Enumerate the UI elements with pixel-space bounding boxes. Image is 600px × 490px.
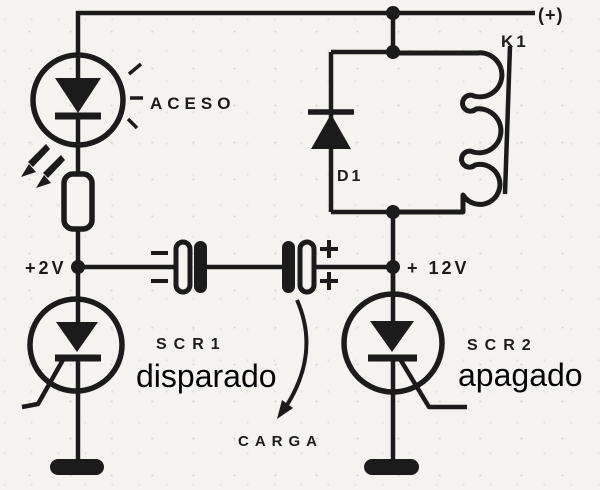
scr1-triangle [56,322,98,352]
relay-coil [393,50,505,215]
scr2-circle [341,291,445,395]
scr2-triangle [370,321,414,352]
relay-bar [502,45,513,195]
shine-tick [126,117,139,130]
light-arrow-shaft [43,155,65,178]
junction-dot [386,6,400,20]
scr1-circle [27,296,125,394]
scr2-gate-lead [398,357,467,410]
c2-solid-plate [282,241,295,293]
light-arrow-head [36,175,51,188]
resistor-symbol [61,171,95,232]
led-symbol [21,52,143,188]
led-circle [30,52,126,148]
carga-arrow-head [277,400,293,419]
load-label: CARGA [238,433,323,450]
ground-symbol-right [364,459,419,475]
ground-symbol-left [50,459,104,475]
light-arrow-shaft [28,144,50,167]
relay-label: K1 [501,32,529,51]
scr1-label: SCR1 [156,336,227,353]
relay-k1-symbol [393,45,513,215]
led-state-label: ACESO [150,94,235,113]
led-shine-marks [126,62,143,130]
diode-label: D1 [337,168,363,185]
capacitor-c1-symbol [151,239,207,295]
scr1-symbol [21,296,125,410]
wires [75,10,535,462]
c2-outline-plate [297,239,317,295]
carga-arrow-curve [285,299,309,407]
led-triangle [55,78,101,113]
light-arrow-head [21,164,36,177]
junction-dot [71,260,85,274]
junction-dots [71,6,400,274]
light-emission-arrows-icon [21,144,65,188]
c1-minus-marks [151,251,168,283]
shine-tick [127,62,143,76]
scr2-symbol [341,291,467,410]
c1-solid-plate [194,241,207,293]
c1-outline-plate [173,239,193,295]
scr1-gate-lead [21,356,66,410]
d1-triangle [311,114,351,149]
right-voltage-label: + 12V [407,258,470,278]
scr2-state-label: apagado [458,357,583,393]
c2-plus-marks [320,240,338,290]
junction-dot [386,260,400,274]
supply-label: (+) [538,5,564,25]
capacitor-c2-symbol [282,239,338,295]
carga-arrow-icon [277,299,309,419]
scr2-label: SCR2 [467,337,538,354]
scr1-state-label: disparado [136,358,277,394]
left-voltage-label: +2V [25,258,67,278]
diode-d1-symbol [308,109,354,149]
junction-dot [386,205,400,219]
